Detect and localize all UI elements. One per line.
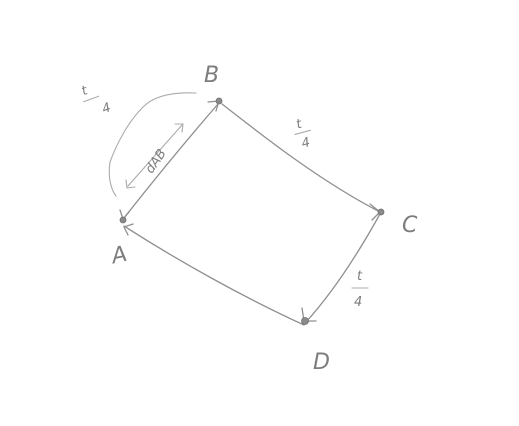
arrowhead-into-a [123, 223, 134, 236]
time-label-bc: t 4 [294, 116, 312, 152]
time-ab-denominator: 4 [100, 100, 113, 117]
vertex-label-a: A [108, 242, 130, 270]
vertex-d-dot [301, 317, 309, 325]
time-bc-bar [294, 129, 311, 136]
time-label-cd: t 4 [351, 269, 369, 310]
time-ab-numerator: t [80, 83, 91, 99]
distance-arrowhead-upper [174, 123, 184, 133]
brace-curve [108, 92, 197, 197]
edge-c-d [305, 213, 381, 323]
time-bc-denominator: 4 [300, 135, 312, 152]
distance-ab-label: dAB [143, 147, 170, 177]
time-label-ab: t 4 [80, 83, 113, 117]
vertex-c-dot [377, 208, 385, 216]
vertex-a-dot [119, 216, 127, 224]
vertex-b-dot [215, 97, 223, 105]
edge-d-a [123, 225, 305, 326]
time-ab-bar [83, 95, 100, 103]
time-cd-denominator: 4 [354, 295, 362, 310]
vertex-label-d: D [313, 350, 330, 375]
vertex-label-c: C [402, 213, 418, 238]
edge-a-b [123, 103, 219, 219]
vertex-label-b: B [204, 63, 219, 88]
distance-arrow-ab [127, 124, 183, 187]
edge-b-c [221, 103, 381, 213]
distance-arrowhead-lower [125, 179, 136, 189]
time-cd-numerator: t [357, 269, 363, 284]
time-bc-numerator: t [295, 116, 305, 132]
